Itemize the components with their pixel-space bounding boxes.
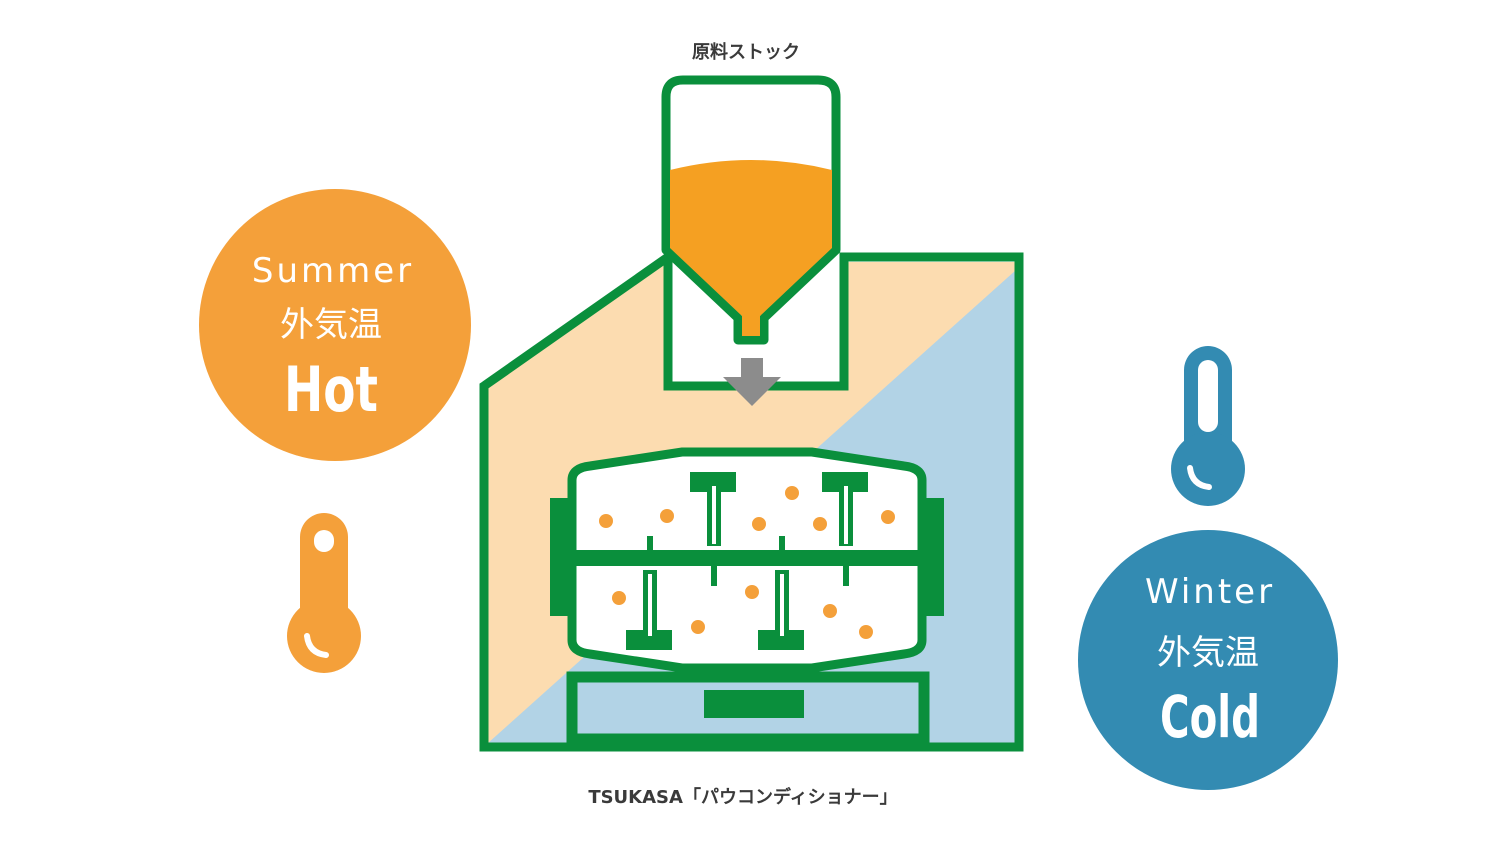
winter-season-label: Winter: [1145, 572, 1275, 612]
winter-badge: Winter 外気温 Cold: [1078, 530, 1338, 790]
summer-season-label: Summer: [252, 251, 414, 291]
stock-label: 原料ストック: [692, 41, 800, 63]
machine-label: TSUKASA「パウコンディショナー」: [588, 786, 897, 808]
winter-jp-label: 外気温: [1157, 633, 1259, 673]
hot-thermometer-icon: [287, 513, 361, 673]
control-panel: [704, 690, 804, 718]
left-flange: [550, 498, 572, 616]
lower-paddles: [626, 564, 849, 650]
right-flange: [922, 498, 944, 616]
summer-jp-label: 外気温: [280, 305, 382, 345]
upper-paddles: [647, 472, 868, 552]
cold-thermometer-icon: [1171, 346, 1245, 506]
summer-badge: Summer 外気温 Hot: [199, 189, 471, 461]
conditioner-machine: [550, 447, 944, 745]
summer-temp-label: Hot: [284, 353, 378, 426]
material-particles: [599, 486, 895, 639]
machine-base: [566, 671, 930, 745]
winter-temp-label: Cold: [1160, 683, 1260, 751]
drum-divider: [570, 550, 924, 566]
down-arrow-icon: [723, 358, 781, 406]
material-fill: [670, 160, 832, 336]
factory-outline: [479, 248, 1024, 752]
material-hopper: [661, 75, 841, 345]
